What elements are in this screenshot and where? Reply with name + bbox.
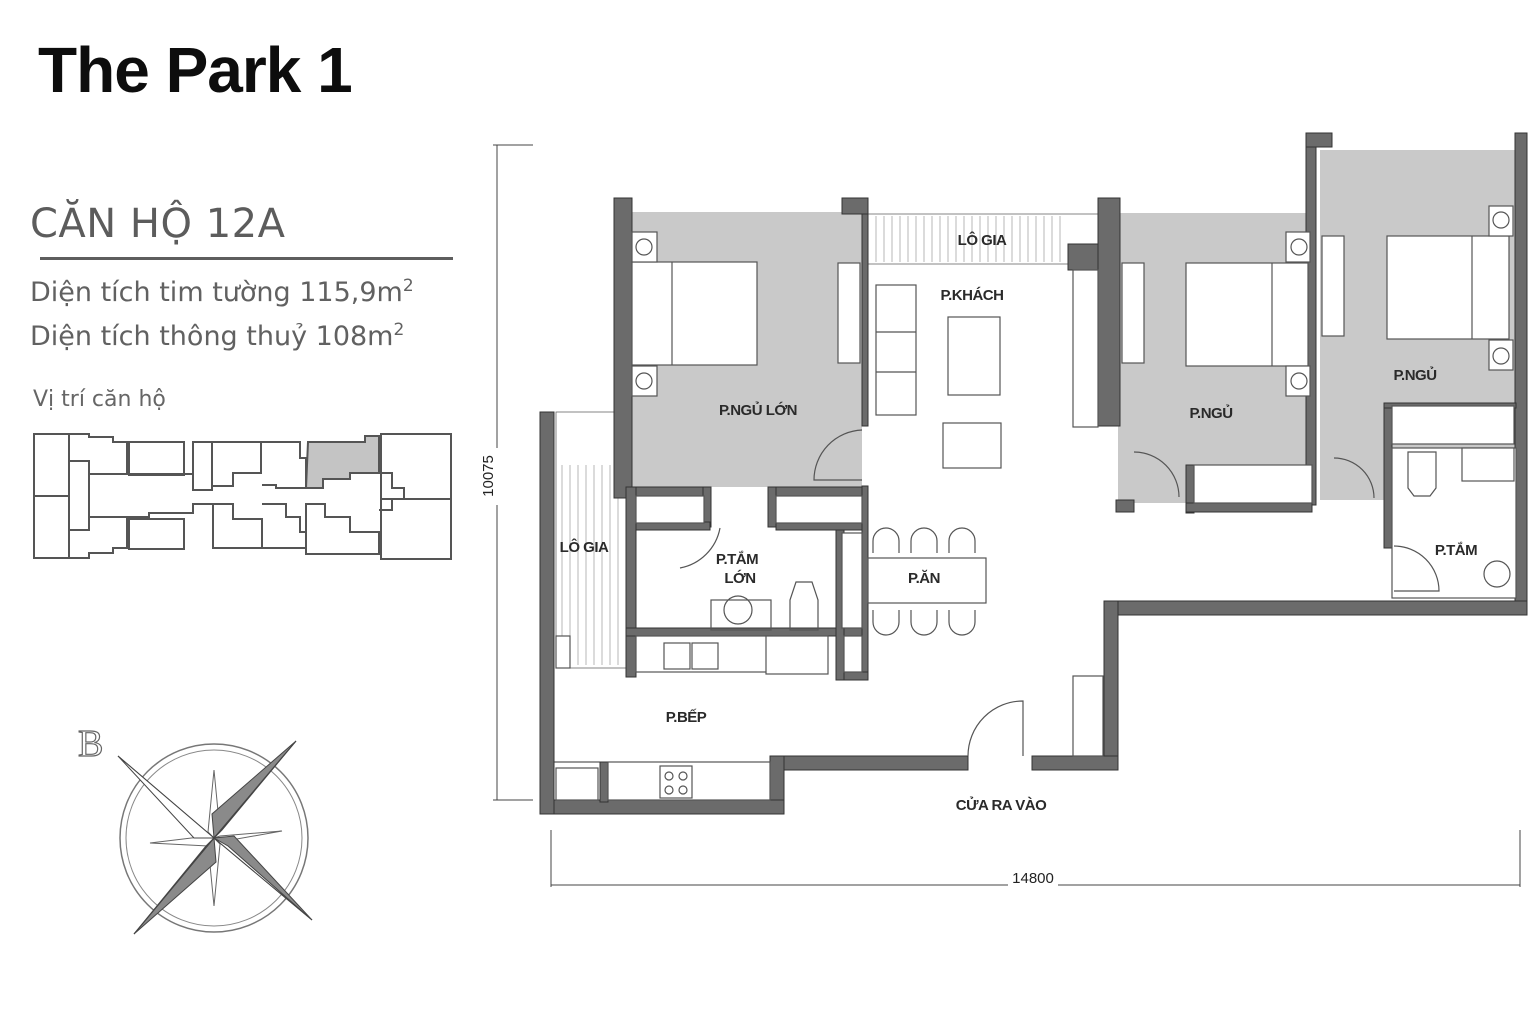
room-master-bath-line1: P.TẮM — [716, 550, 758, 568]
width-dimension: 14800 — [1012, 870, 1054, 887]
area-net-text: Diện tích thông thuỷ 108m — [30, 321, 394, 352]
area-wall-center-text: Diện tích tim tường 115,9m — [30, 277, 403, 308]
master-bedroom-area — [632, 212, 862, 487]
room-kitchen: P.BẾP — [666, 709, 707, 726]
height-dimension: 10075 — [480, 455, 497, 497]
key-plan-outline — [33, 433, 452, 560]
room-living: P.KHÁCH — [941, 287, 1004, 304]
room-living-balcony: LÔ GIA — [958, 231, 1007, 249]
room-master-bath-line2: LỚN — [724, 569, 755, 587]
dimension-lines — [493, 144, 1521, 887]
walls — [539, 132, 1528, 815]
room-bedroom-3: P.NGỦ — [1393, 366, 1436, 384]
furniture — [555, 205, 1517, 801]
room-side-balcony: LÔ GIA — [560, 538, 609, 556]
area-net: Diện tích thông thuỷ 108m2 — [30, 312, 404, 355]
area-wall-center-sup: 2 — [402, 276, 414, 296]
area-wall-center: Diện tích tim tường 115,9m2 — [30, 268, 414, 311]
bedroom-3-area — [1320, 150, 1515, 500]
room-bedroom-2: P.NGỦ — [1189, 404, 1232, 422]
unit-divider — [40, 257, 453, 260]
unit-name: CĂN HỘ 12A — [30, 201, 286, 247]
project-title: The Park 1 — [38, 34, 353, 106]
bedroom-2-area — [1118, 213, 1314, 503]
location-label: Vị trí căn hộ — [33, 387, 166, 412]
room-dining: P.ĂN — [908, 570, 940, 587]
balcony-hatch — [555, 213, 1099, 669]
room-master-bedroom: P.NGỦ LỚN — [719, 401, 797, 419]
room-bathroom: P.TẮM — [1435, 541, 1477, 559]
room-entrance: CỬA RA VÀO — [956, 796, 1047, 814]
compass-north-letter: B — [78, 723, 103, 765]
area-net-sup: 2 — [393, 320, 405, 340]
